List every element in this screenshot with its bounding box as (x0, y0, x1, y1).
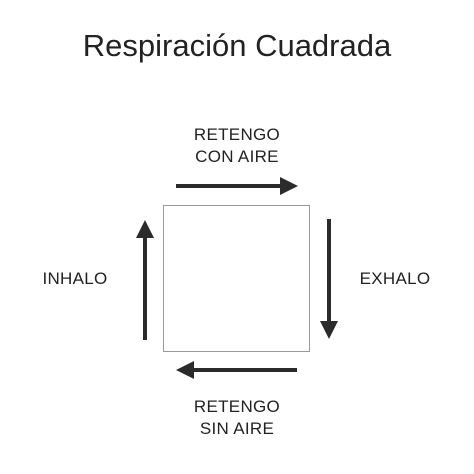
arrow-left-icon (176, 361, 297, 379)
label-retengo-sin-aire: RETENGO SIN AIRE (137, 396, 337, 440)
label-left-line1: INHALO (42, 269, 108, 288)
label-bottom-line2: SIN AIRE (199, 419, 275, 438)
label-top-line1: RETENGO (193, 125, 281, 144)
arrow-down-icon (320, 219, 338, 339)
label-bottom-line1: RETENGO (193, 397, 281, 416)
label-top-line2: CON AIRE (195, 147, 279, 166)
diagram-title: Respiración Cuadrada (82, 28, 392, 63)
arrow-up-icon (136, 220, 154, 340)
label-exhalo: EXHALO (340, 268, 450, 290)
label-right-line1: EXHALO (359, 269, 431, 288)
breathing-square (163, 205, 310, 352)
label-retengo-con-aire: RETENGO CON AIRE (137, 124, 337, 168)
arrow-right-icon (176, 177, 298, 195)
label-inhalo: INHALO (20, 268, 130, 290)
